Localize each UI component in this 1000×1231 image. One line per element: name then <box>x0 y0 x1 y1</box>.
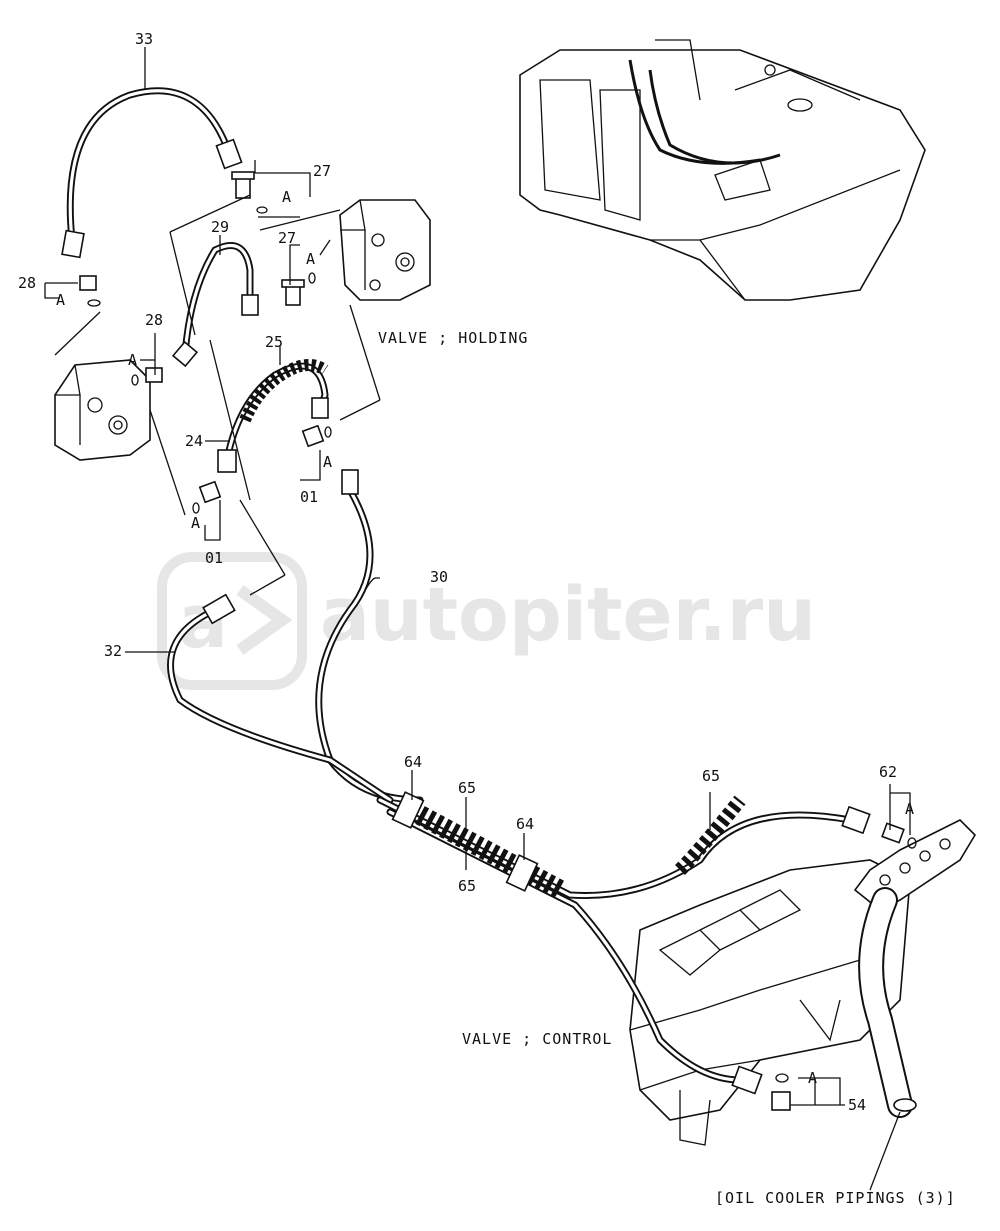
hose-33 <box>61 87 243 259</box>
callout-28-right: 28 <box>145 311 163 329</box>
callout-65-right: 65 <box>702 767 720 785</box>
diagram-caption: [OIL COOLER PIPINGS (3)] <box>715 1189 956 1207</box>
watermark-text: autopiter.ru <box>320 572 816 658</box>
watermark-logo-letter: a <box>178 579 228 665</box>
callout-32: 32 <box>104 642 122 660</box>
detail-mark-a: A <box>808 1069 817 1087</box>
callout-27-top: 27 <box>313 162 331 180</box>
detail-mark-a: A <box>282 188 291 206</box>
hose-29 <box>171 242 259 368</box>
callout-64-right: 64 <box>516 815 534 833</box>
callout-01-left: 01 <box>205 549 223 567</box>
hose-bundle-64-65 <box>376 791 871 1095</box>
detail-mark-a: A <box>905 800 914 818</box>
holding-valve-label: VALVE ; HOLDING <box>378 329 528 347</box>
detail-mark-a: A <box>323 453 332 471</box>
callout-30: 30 <box>430 568 448 586</box>
watermark: a autopiter.ru <box>157 552 816 690</box>
holding-valve-left-body <box>54 359 151 461</box>
callout-01-right: 01 <box>300 488 318 506</box>
callout-65-bottom: 65 <box>458 877 476 895</box>
detail-mark-a: A <box>56 291 65 309</box>
hose-32 <box>167 593 394 804</box>
detail-a-marks: A A A A A A A A <box>56 188 914 1087</box>
leader-lines <box>44 47 911 1106</box>
detail-mark-a: A <box>128 351 137 369</box>
holding-valve-right-body <box>339 199 431 301</box>
detail-mark-a: A <box>306 250 315 268</box>
hose-25 <box>217 359 329 473</box>
hose-30 <box>315 469 424 804</box>
excavator-inset-illustration <box>519 39 926 301</box>
fittings <box>79 171 917 1111</box>
callout-64-left: 64 <box>404 753 422 771</box>
callout-62: 62 <box>879 763 897 781</box>
callout-25: 25 <box>265 333 283 351</box>
control-valve-label: VALVE ; CONTROL <box>462 1030 612 1048</box>
callout-27-mid: 27 <box>278 229 296 247</box>
callout-65-top: 65 <box>458 779 476 797</box>
callout-24: 24 <box>185 432 203 450</box>
oil-cooler-pipe <box>858 887 917 1191</box>
callout-54: 54 <box>848 1096 866 1114</box>
callout-28-left: 28 <box>18 274 36 292</box>
detail-mark-a: A <box>191 514 200 532</box>
callout-33: 33 <box>135 30 153 48</box>
callout-29: 29 <box>211 218 229 236</box>
callout-labels: 33 27 27 29 28 28 25 24 01 01 30 32 64 6… <box>18 30 897 1114</box>
